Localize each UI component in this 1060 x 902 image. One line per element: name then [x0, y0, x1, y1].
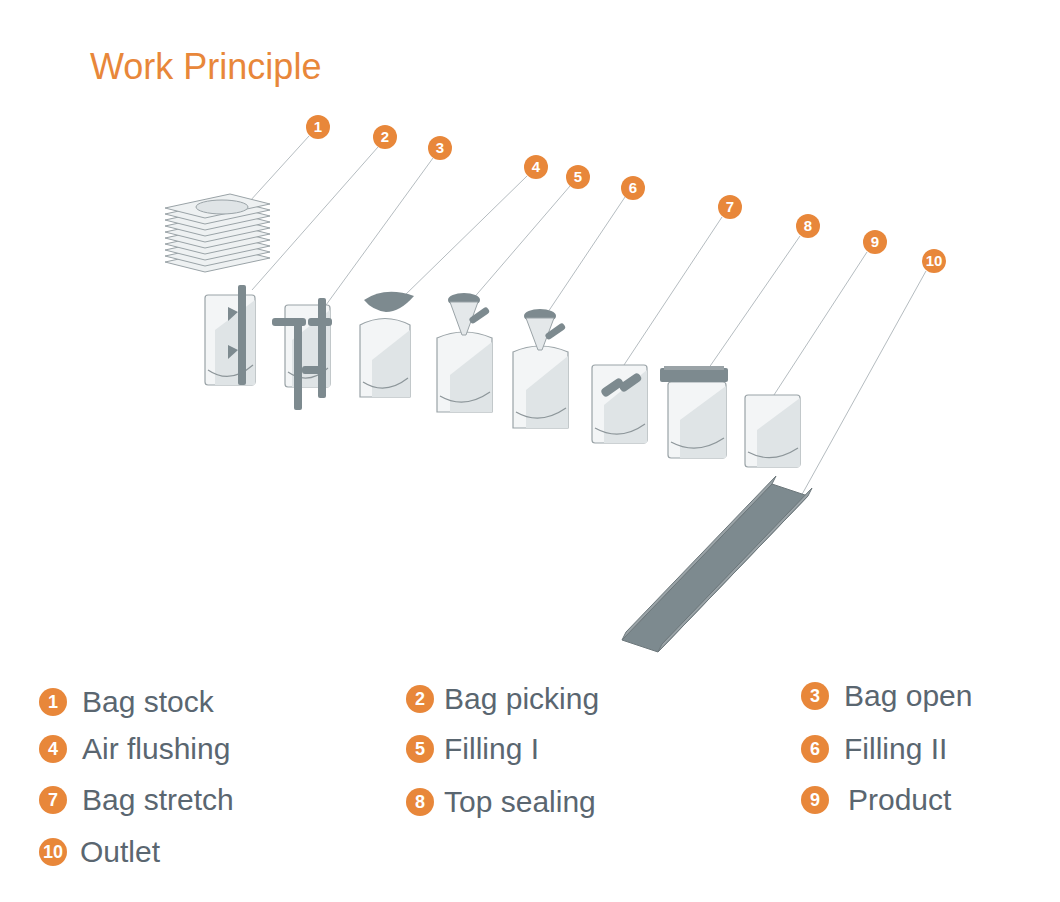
callout-number: 5 [406, 735, 434, 763]
callout-number: 7 [39, 786, 67, 814]
callout-number: 6 [801, 735, 829, 763]
callout-number: 4 [524, 155, 548, 179]
callout-number: 6 [621, 176, 645, 200]
callout-number: 3 [801, 682, 829, 710]
callout-number: 9 [801, 786, 829, 814]
diagram-title: Work Principle [90, 46, 321, 88]
callout-number: 10 [39, 838, 67, 866]
callout-number: 1 [306, 115, 330, 139]
step-name: Filling I [444, 732, 539, 766]
callout-number: 3 [428, 136, 452, 160]
step-name: Product [848, 783, 951, 817]
step-name: Outlet [80, 835, 160, 869]
callout-number: 7 [718, 195, 742, 219]
step-name: Air flushing [82, 732, 230, 766]
callout-number: 1 [39, 688, 67, 716]
bag-stack [165, 194, 270, 272]
step-name: Filling II [844, 732, 947, 766]
callout-number: 10 [922, 249, 946, 273]
outlet-chute [622, 476, 812, 652]
callout-number: 2 [406, 685, 434, 713]
callout-number: 8 [796, 214, 820, 238]
machine-parts [228, 285, 728, 410]
leader-lines [240, 136, 926, 498]
step-name: Bag stock [82, 685, 214, 719]
callout-number: 4 [39, 735, 67, 763]
callout-number: 9 [863, 230, 887, 254]
bags [205, 295, 800, 467]
step-name: Bag open [844, 679, 972, 713]
callout-number: 2 [373, 125, 397, 149]
step-name: Bag stretch [82, 783, 234, 817]
step-name: Bag picking [444, 682, 599, 716]
step-name: Top sealing [444, 785, 596, 819]
callout-number: 5 [566, 165, 590, 189]
callout-number: 8 [406, 788, 434, 816]
